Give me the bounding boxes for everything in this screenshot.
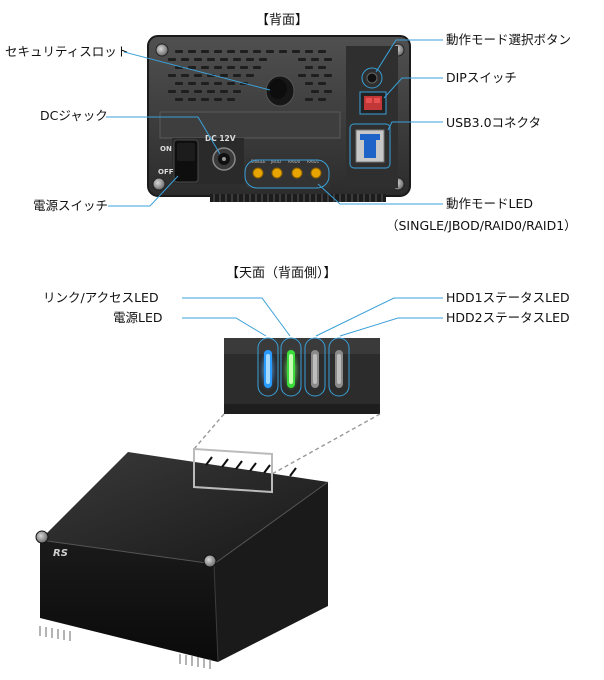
usb3-connector[interactable]	[349, 123, 391, 169]
label-mode-led: 動作モードLED	[446, 196, 533, 211]
device-box: RS	[35, 447, 329, 669]
zoom-guide-lines	[193, 413, 381, 475]
rear-control-plate	[346, 46, 398, 188]
rear-title: 【背面】	[256, 13, 309, 28]
led-zoom-region	[193, 447, 273, 494]
rear-label-plate	[159, 111, 341, 139]
rear-device: DC 12V ON OFF SINGLE JBOD RAID0 RAID1	[147, 35, 411, 202]
rear-bottom-vents	[210, 194, 386, 202]
mode-led-raid0	[291, 167, 303, 179]
mode-led-raid1	[310, 167, 322, 179]
front-bottom-vents	[39, 626, 211, 669]
label-security-slot: セキュリティスロット	[5, 44, 130, 59]
power-switch[interactable]	[173, 139, 199, 183]
dc-jack[interactable]	[212, 147, 236, 171]
mode-led-label: RAID1	[307, 159, 320, 164]
screw-icon	[35, 530, 49, 544]
label-dc-jack: DCジャック	[40, 108, 108, 123]
rear-callout-lines	[106, 39, 443, 207]
mode-led-single	[252, 167, 264, 179]
mode-select-button[interactable]	[361, 67, 383, 89]
label-power-led: 電源LED	[113, 310, 163, 325]
mode-led-label: JBOD	[270, 159, 281, 164]
screw-icon	[155, 43, 169, 57]
screw-icon	[203, 554, 217, 568]
switch-off-text: OFF	[158, 168, 174, 176]
label-link-access-led: リンク/アクセスLED	[43, 290, 159, 305]
top-title: 【天面（背面側）】	[226, 266, 337, 281]
screw-icon	[152, 177, 166, 191]
mode-led-label: SINGLE	[251, 159, 266, 164]
mode-led-jbod	[271, 167, 283, 179]
label-hdd1-status-led: HDD1ステータスLED	[446, 290, 570, 305]
dc-rating-text: DC 12V	[205, 134, 236, 143]
label-mode-button: 動作モード選択ボタン	[446, 32, 572, 47]
rear-vent-holes	[168, 50, 332, 101]
mode-led-strip: SINGLE JBOD RAID0 RAID1	[244, 158, 330, 189]
dip-switch[interactable]	[359, 91, 387, 115]
top-callout-lines	[182, 297, 443, 337]
label-mode-led-detail: （SINGLE/JBOD/RAID0/RAID1）	[386, 218, 577, 233]
label-usb-connector: USB3.0コネクタ	[446, 115, 542, 130]
mode-led-label: RAID0	[288, 159, 301, 164]
label-hdd2-status-led: HDD2ステータスLED	[446, 310, 570, 325]
label-power-switch: 電源スイッチ	[33, 198, 109, 213]
security-slot	[265, 75, 295, 107]
label-dip-switch: DIPスイッチ	[446, 70, 517, 85]
switch-on-text: ON	[160, 145, 172, 153]
led-zoom-view	[224, 337, 380, 414]
brand-logo: RS	[53, 548, 68, 559]
